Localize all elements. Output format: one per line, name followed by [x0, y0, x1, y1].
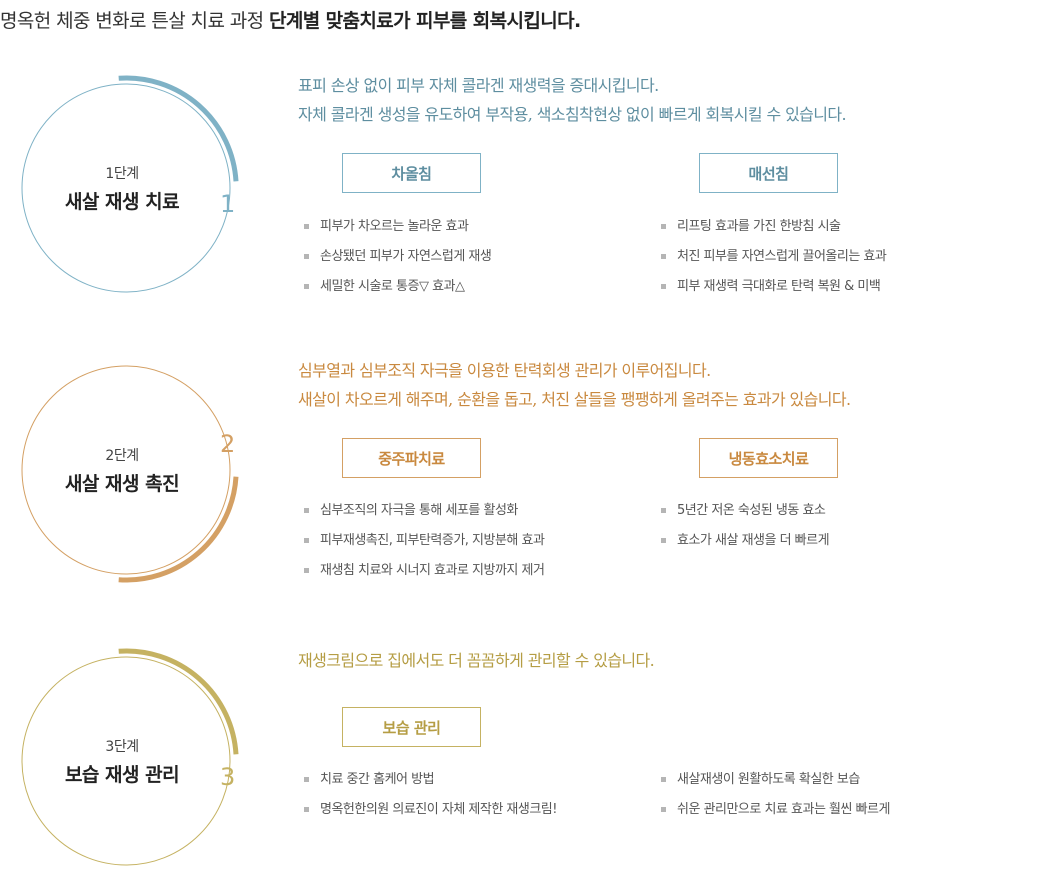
stage-3-circle: 3단계 보습 재생 관리 3 [14, 641, 254, 881]
stage-2-desc-line-1: 심부열과 심부조직 자극을 이용한 탄력회생 관리가 이루어집니다. [298, 361, 711, 380]
stage-3-list-right: 새살재생이 원활하도록 확실한 보습 쉬운 관리만으로 치료 효과는 훨씬 빠르… [661, 765, 890, 825]
treatment-medium-frequency-label: 중주파치료 [378, 449, 445, 468]
list-item: 새살재생이 원활하도록 확실한 보습 [661, 765, 890, 795]
list-item: 피부재생촉진, 피부탄력증가, 지방분해 효과 [304, 526, 545, 556]
list-item: 명옥헌한의원 의료진이 자체 제작한 재생크림! [304, 795, 557, 825]
stage-2-circle-text: 2단계 새살 재생 촉진 [22, 350, 222, 590]
list-item: 세밀한 시술로 통증▽ 효과△ [304, 272, 491, 302]
stage-3-desc-line-1: 재생크림으로 집에서도 더 꼼꼼하게 관리할 수 있습니다. [298, 651, 655, 670]
headline-bold: 단계별 맞춤치료가 피부를 회복시킵니다. [268, 10, 581, 32]
stage-2-title: 새살 재생 촉진 [64, 472, 180, 495]
list-item: 손상됐던 피부가 자연스럽게 재생 [304, 242, 492, 272]
treatment-frozen-enzyme-label: 냉동효소치료 [728, 449, 809, 468]
stage-1-list-right: 리프팅 효과를 가진 한방침 시술 처진 피부를 자연스럽게 끌어올리는 효과 … [661, 212, 887, 302]
stage-2-ring-circle [21, 365, 231, 575]
stage-2-step-label: 2단계 [105, 447, 139, 464]
stage-1-ring-arc [118, 75, 239, 182]
treatment-frozen-enzyme-box[interactable]: 냉동효소치료 [699, 438, 838, 478]
treatment-maeseonchim-label: 매선침 [748, 164, 789, 183]
headline-normal: 명옥헌 체중 변화로 튼살 치료 과정 [0, 10, 269, 32]
stage-2-list-left: 심부조직의 자극을 통해 세포를 활성화 피부재생촉진, 피부탄력증가, 지방분… [304, 496, 545, 586]
treatment-maeseonchim-box[interactable]: 매선침 [699, 153, 838, 193]
list-item: 심부조직의 자극을 통해 세포를 활성화 [304, 496, 544, 526]
stage-1-circle: 1단계 새살 재생 치료 1 [14, 68, 254, 308]
stage-1-title: 새살 재생 치료 [64, 190, 180, 213]
treatment-medium-frequency-box[interactable]: 중주파치료 [342, 438, 481, 478]
stage-1-number: 1 [220, 190, 236, 218]
list-item: 피부 재생력 극대화로 탄력 복원 & 미백 [661, 272, 886, 302]
treatment-moisture-care-label: 보습 관리 [382, 718, 441, 737]
stage-1-ring-circle [21, 83, 231, 293]
stage-2-ring [21, 365, 239, 583]
stage-1-desc-line-2: 자체 콜라겐 생성을 유도하여 부작용, 색소침착현상 없이 빠르게 회복시킬 … [298, 105, 847, 124]
list-item: 치료 중간 홈케어 방법 [304, 765, 557, 795]
list-item: 처진 피부를 자연스럽게 끌어올리는 효과 [661, 242, 887, 272]
stage-1-ring [21, 75, 239, 293]
stage-3-number: 3 [220, 763, 236, 791]
stage-2-ring-arc [118, 476, 239, 583]
treatment-chaolchim-box[interactable]: 차올침 [342, 153, 481, 193]
stage-1-circle-text: 1단계 새살 재생 치료 [22, 68, 222, 308]
list-item: 리프팅 효과를 가진 한방침 시술 [661, 212, 886, 242]
list-item: 5년간 저온 숙성된 냉동 효소 [661, 496, 829, 526]
stage-1-description: 표피 손상 없이 피부 자체 콜라겐 재생력을 증대시킵니다. 자체 콜라겐 생… [298, 71, 847, 129]
stage-2-number: 2 [220, 430, 236, 458]
stage-2-description: 심부열과 심부조직 자극을 이용한 탄력회생 관리가 이루어집니다. 새살이 차… [298, 356, 851, 414]
stage-3-ring-arc [118, 648, 239, 755]
stage-3-description: 재생크림으로 집에서도 더 꼼꼼하게 관리할 수 있습니다. [298, 646, 655, 675]
list-item: 피부가 차오르는 놀라운 효과 [304, 212, 491, 242]
treatment-moisture-care-box[interactable]: 보습 관리 [342, 707, 481, 747]
list-item: 효소가 새살 재생을 더 빠르게 [661, 526, 830, 556]
stage-3-title: 보습 재생 관리 [64, 763, 180, 786]
stage-2-desc-line-2: 새살이 차오르게 해주며, 순환을 돕고, 처진 살들을 팽팽하게 올려주는 효… [298, 390, 851, 409]
page-headline: 명옥헌 체중 변화로 튼살 치료 과정 단계별 맞춤치료가 피부를 회복시킵니다… [0, 6, 1041, 33]
stage-3-step-label: 3단계 [105, 738, 139, 755]
stage-2-circle: 2단계 새살 재생 촉진 2 [14, 350, 254, 590]
stage-1-step-label: 1단계 [105, 165, 139, 182]
stage-1-desc-line-1: 표피 손상 없이 피부 자체 콜라겐 재생력을 증대시킵니다. [298, 76, 659, 95]
stage-3-list-left: 치료 중간 홈케어 방법 명옥헌한의원 의료진이 자체 제작한 재생크림! [304, 765, 557, 825]
treatment-chaolchim-label: 차올침 [391, 164, 432, 183]
stage-3-circle-text: 3단계 보습 재생 관리 [22, 641, 222, 881]
stage-2-list-right: 5년간 저온 숙성된 냉동 효소 효소가 새살 재생을 더 빠르게 [661, 496, 830, 556]
stage-1-list-left: 피부가 차오르는 놀라운 효과 손상됐던 피부가 자연스럽게 재생 세밀한 시술… [304, 212, 492, 302]
list-item: 쉬운 관리만으로 치료 효과는 훨씬 빠르게 [661, 795, 890, 825]
list-item: 재생침 치료와 시너지 효과로 지방까지 제거 [304, 556, 545, 586]
